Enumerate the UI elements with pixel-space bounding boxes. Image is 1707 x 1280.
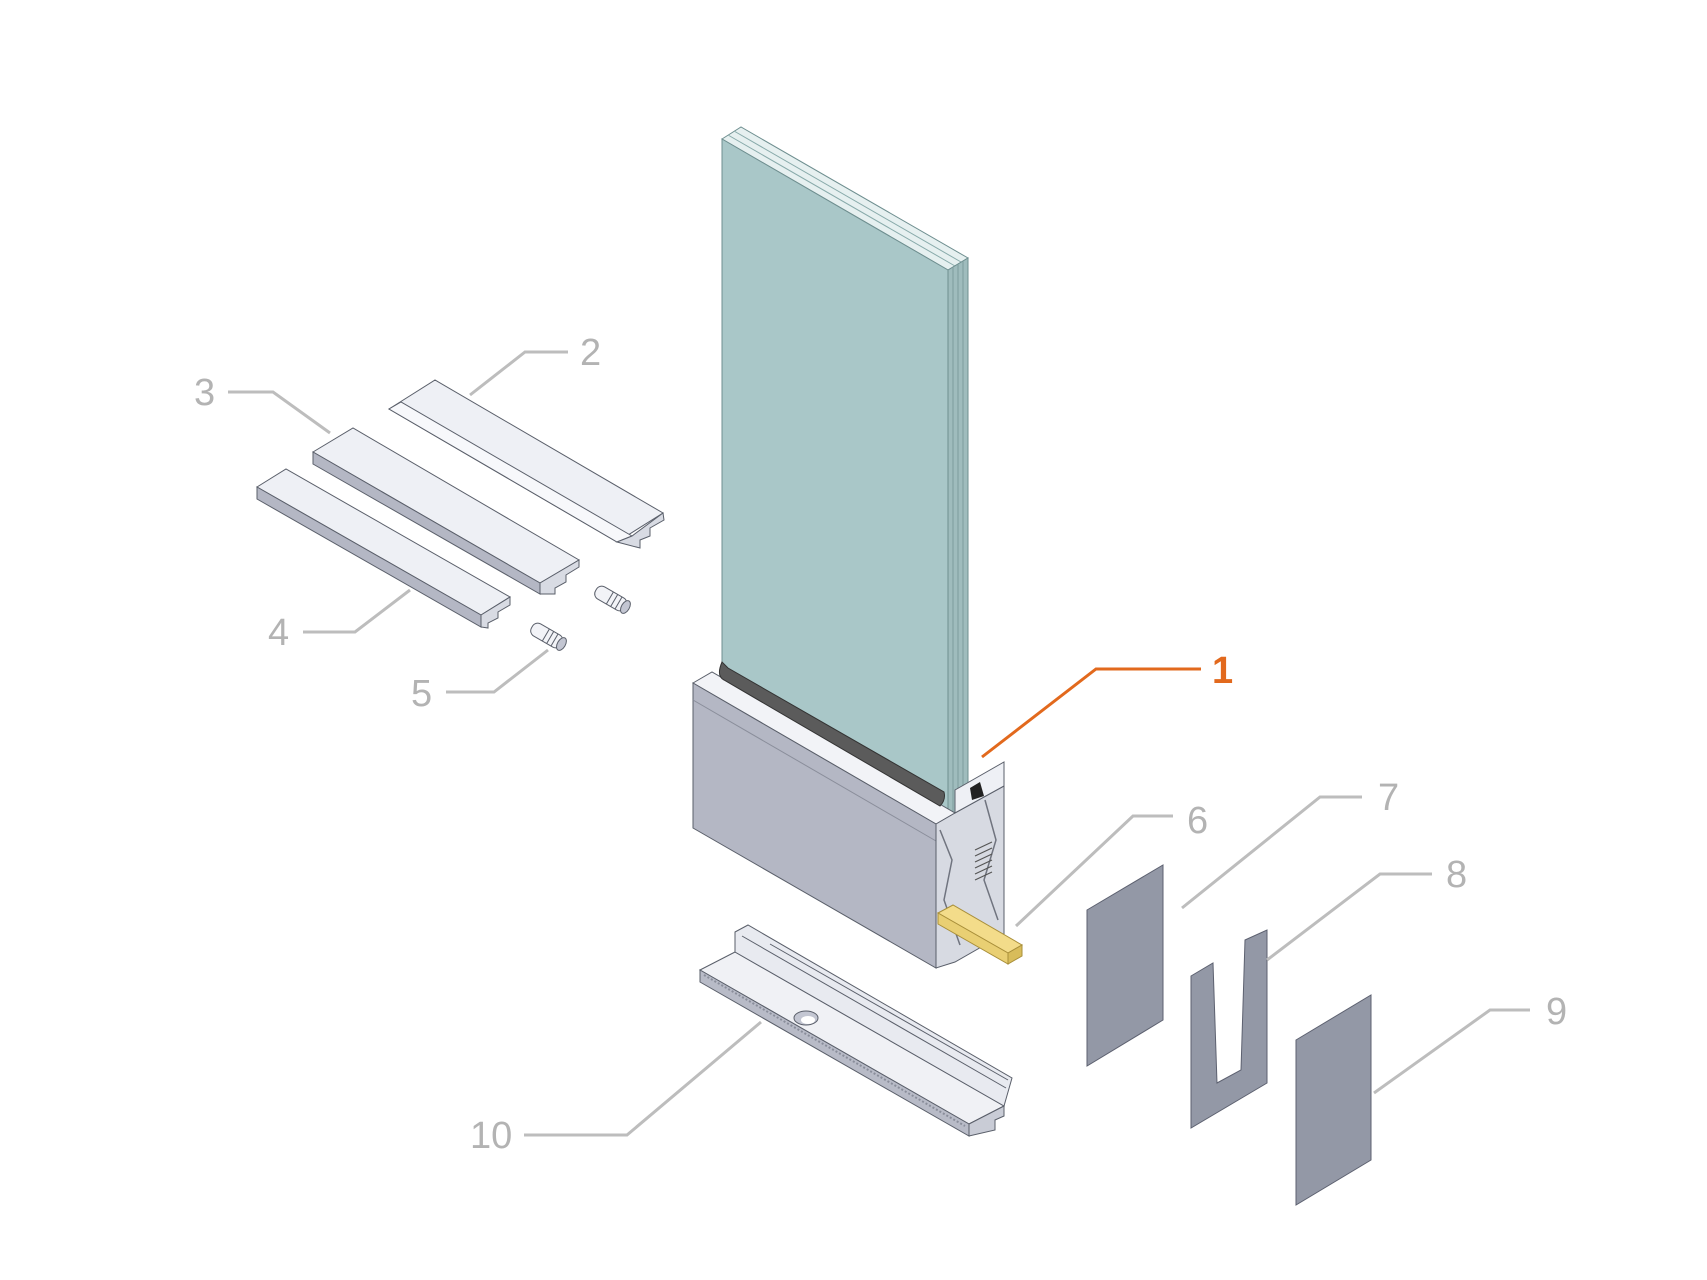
base-channel — [692, 661, 1005, 969]
callout-label-2: 2 — [580, 332, 601, 374]
base-plate — [698, 924, 1013, 1137]
callout-label-5: 5 — [411, 673, 432, 715]
leader-lines — [228, 350, 1530, 1137]
cover-profile-2 — [388, 379, 665, 549]
connector-pins — [530, 585, 631, 651]
setting-block — [936, 904, 1024, 965]
shim-9 — [1295, 994, 1372, 1206]
callout-label-8: 8 — [1446, 854, 1467, 896]
callout-label-7: 7 — [1378, 777, 1399, 819]
callout-label-3: 3 — [194, 372, 215, 414]
callout-label-9: 9 — [1546, 991, 1567, 1033]
callout-label-1: 1 — [1212, 650, 1233, 692]
cover-profile-3 — [312, 427, 580, 595]
shim-8 — [1190, 929, 1268, 1129]
cover-profile-4 — [256, 468, 511, 629]
callout-label-10: 10 — [470, 1115, 512, 1157]
callout-label-4: 4 — [268, 612, 289, 654]
callout-label-6: 6 — [1187, 800, 1208, 842]
shim-7 — [1086, 864, 1164, 1067]
